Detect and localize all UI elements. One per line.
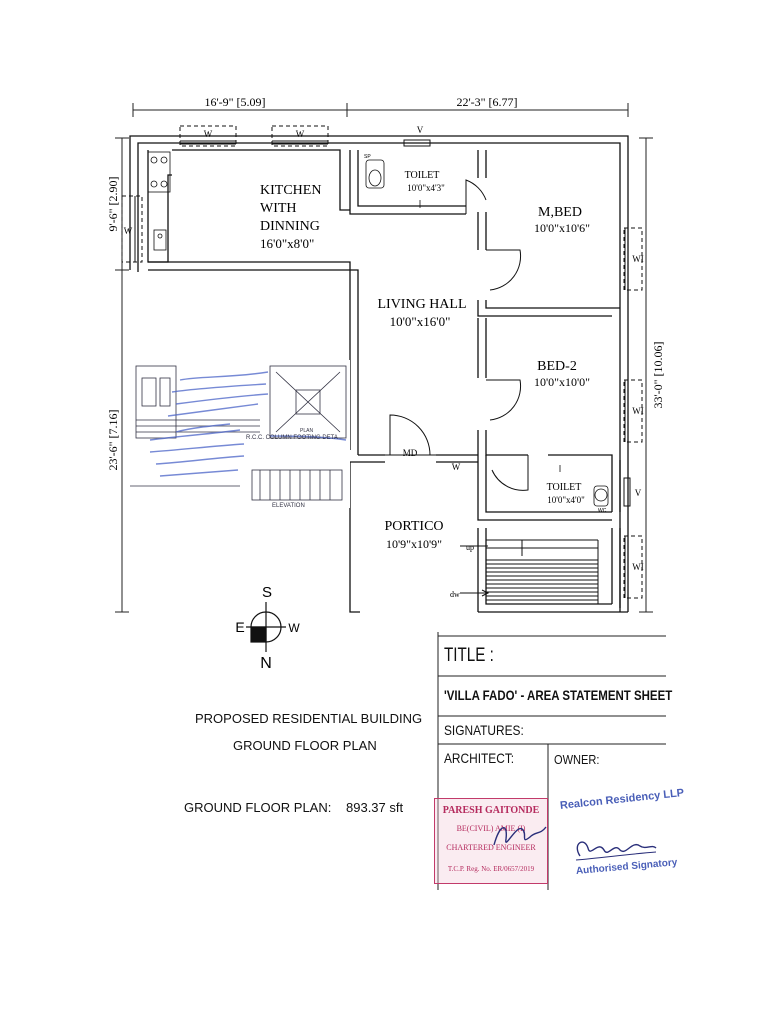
window-label-bed2: WI — [632, 406, 644, 416]
dim-right: 33'-0" [10.06] — [651, 341, 665, 408]
bed2-size: 10'0"x10'0" — [534, 375, 590, 389]
toilet-top-name: TOILET — [405, 170, 440, 181]
bed2-name: BED-2 — [537, 359, 577, 374]
dim-top-right: 22'-3" [6.77] — [456, 95, 517, 109]
room-portico: PORTICO 10'9"x10'9" — [384, 519, 443, 551]
overlay-elevation-label: ELEVATION — [272, 503, 305, 509]
living-hall-name: LIVING HALL — [377, 297, 466, 312]
toilet-fixtures — [365, 159, 609, 507]
overlay-footing-label: R.C.C. COLUMN FOOTING DETA — [246, 435, 338, 441]
doors — [385, 179, 529, 491]
title-value: 'VILLA FADO' - AREA STATEMENT SHEET — [444, 687, 673, 703]
room-bed-2: BED-2 10'0"x10'0" — [534, 359, 590, 389]
kitchen-fixtures — [147, 151, 171, 251]
project-line-2: GROUND FLOOR PLAN — [233, 738, 377, 753]
compass-left: E — [235, 619, 244, 635]
ventilator-label-top: V — [417, 125, 424, 135]
master-bed-name: M,BED — [538, 205, 582, 220]
room-kitchen: KITCHEN WITH DINNING 16'0"x8'0" — [260, 183, 321, 251]
stamp-line-2: BE(CIVIL) AMIE (I) — [456, 824, 526, 833]
window-label-mbed: WI — [632, 254, 644, 264]
window-label-3: W — [124, 226, 133, 236]
window-label-1: W — [204, 129, 213, 139]
stamp-line-1: PARESH GAITONDE — [442, 805, 540, 816]
window-label-living: W — [452, 462, 461, 472]
toilet-top-size: 10'0"x4'3" — [407, 183, 445, 193]
room-master-bed: M,BED 10'0"x10'6" — [534, 205, 590, 235]
overlay-details: R.C.C. COLUMN FOOTING DETA PLAN ELEVATIO… — [130, 360, 350, 509]
portico-size: 10'9"x10'9" — [386, 537, 442, 551]
windows — [121, 125, 643, 599]
area-label: GROUND FLOOR PLAN: — [184, 800, 332, 815]
main-door-label: MD — [403, 448, 418, 458]
master-bed-size: 10'0"x10'6" — [534, 221, 590, 235]
architect-label: ARCHITECT: — [444, 750, 515, 766]
ventilator-label-right: V — [635, 488, 642, 498]
portico-name: PORTICO — [384, 519, 443, 534]
toilet-bottom-name: TOILET — [547, 482, 582, 493]
signatures-label: SIGNATURES: — [444, 722, 524, 738]
room-toilet-top: TOILET 10'0"x4'3" — [405, 170, 446, 193]
toilet-bottom-size: 10'0"x4'0" — [547, 495, 585, 505]
stair-up-label: up — [466, 543, 474, 552]
sp-label: SP — [364, 154, 371, 160]
living-hall-size: 10'0"x16'0" — [390, 314, 451, 329]
architect-signature — [493, 826, 547, 846]
stamp-line-3: CHARTERED ENGINEER — [446, 843, 536, 852]
window-label-2: W — [296, 129, 305, 139]
title-block-frame — [437, 632, 666, 890]
kitchen-line-1: KITCHEN — [260, 183, 321, 198]
compass-right: W — [288, 621, 300, 635]
window-label-stair: WI — [632, 562, 644, 572]
staircase — [460, 539, 599, 604]
compass-top: S — [262, 584, 272, 601]
architect-stamp: PARESH GAITONDE BE(CIVIL) AMIE (I) CHART… — [434, 798, 548, 884]
owner-label: OWNER: — [554, 752, 600, 767]
title-label: TITLE : — [444, 645, 494, 666]
room-toilet-bottom: TOILET 10'0"x4'0" — [547, 482, 586, 505]
wc-label: WC — [598, 508, 607, 514]
kitchen-size: 16'0"x8'0" — [260, 236, 314, 251]
dim-left-upper: 9'-6" [2.90] — [106, 176, 120, 231]
owner-signature — [575, 841, 657, 861]
kitchen-line-3: DINNING — [260, 219, 320, 234]
dim-left-lower: 23'-6" [7.16] — [106, 409, 120, 470]
overlay-plan-label: PLAN — [300, 428, 313, 434]
area-value: 893.37 sft — [346, 800, 404, 815]
compass-bottom: N — [260, 655, 272, 672]
room-living-hall: LIVING HALL 10'0"x16'0" — [377, 297, 466, 329]
stamp-line-4: T.C.P. Reg. No. ER/0657/2019 — [447, 865, 535, 873]
compass-icon — [246, 602, 286, 652]
project-line-1: PROPOSED RESIDENTIAL BUILDING — [195, 711, 423, 726]
stair-down-label: dw — [450, 590, 460, 599]
kitchen-line-2: WITH — [260, 201, 297, 216]
dim-top-left: 16'-9" [5.09] — [204, 95, 265, 109]
